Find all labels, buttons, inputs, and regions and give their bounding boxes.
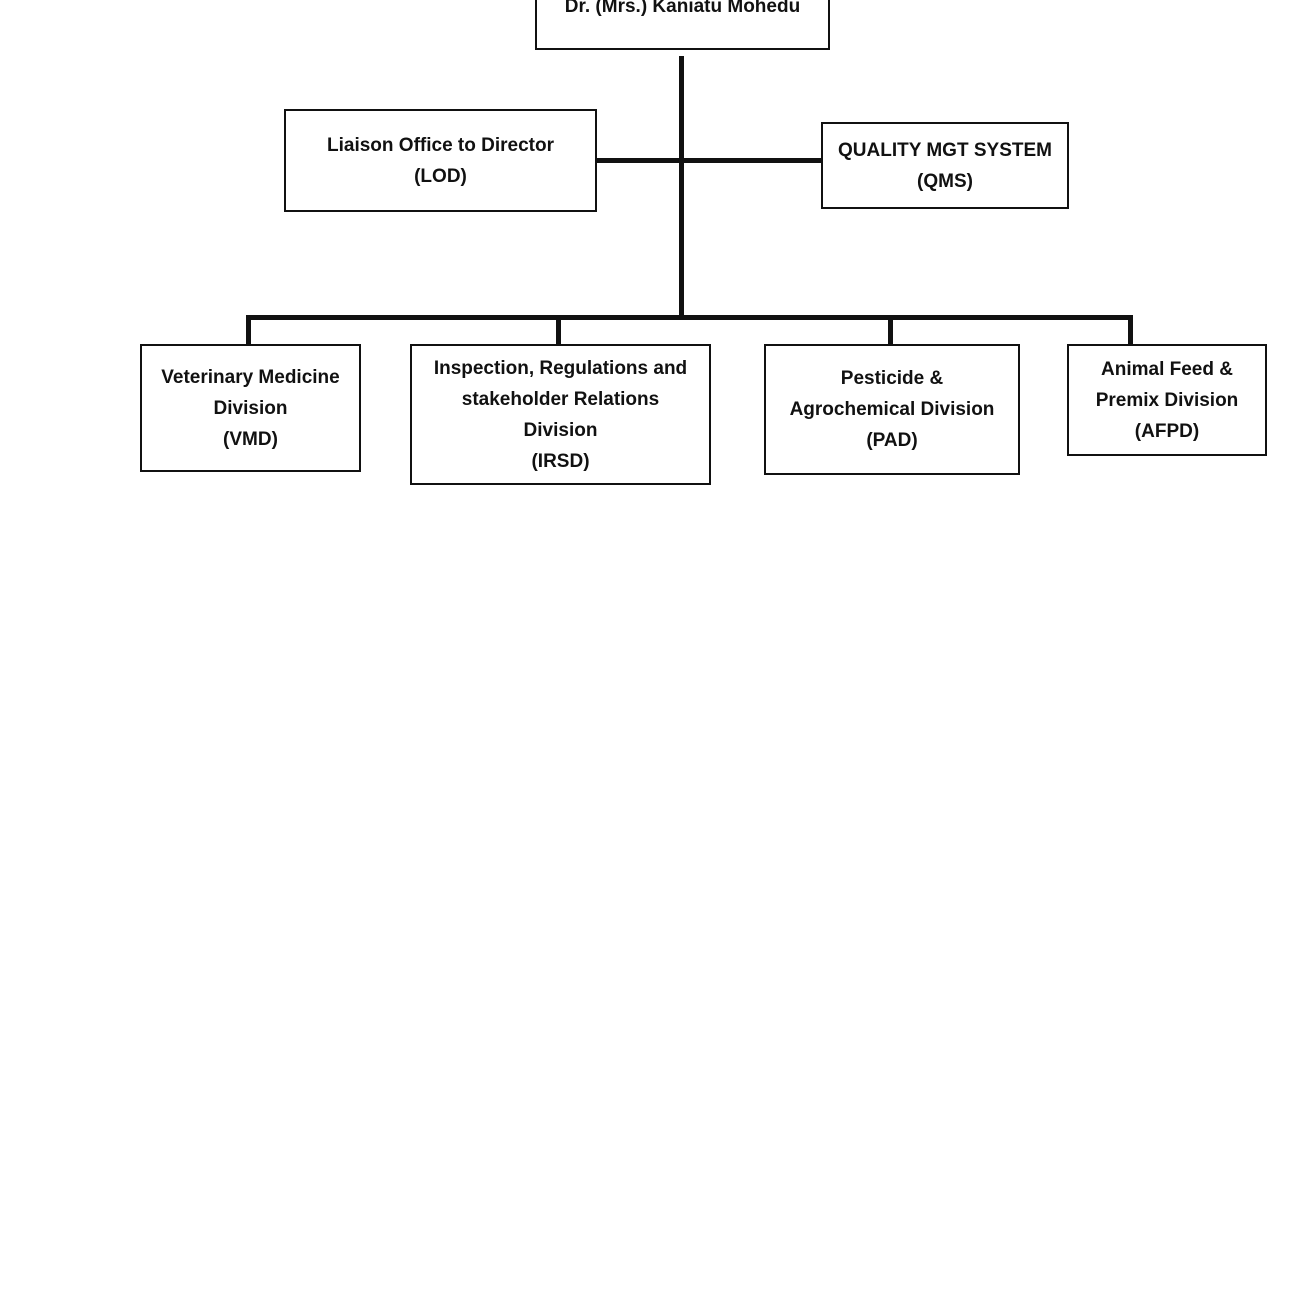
vmd-line-2: Division <box>213 397 288 419</box>
irsd-line-2: stakeholder Relations <box>461 388 660 410</box>
afpd-line-1: Animal Feed & <box>1101 358 1233 380</box>
qms-box: QUALITY MGT SYSTEM (QMS) <box>821 122 1069 209</box>
lod-abbreviation: (LOD) <box>414 165 467 187</box>
vmd-box: Veterinary Medicine Division (VMD) <box>140 344 361 472</box>
director-box: Dr. (Mrs.) Kaniatu Mohedu <box>535 0 830 50</box>
connector-drop-afpd <box>1128 315 1133 345</box>
connector-advisory-bar <box>596 158 822 163</box>
connector-drop-irsd <box>556 315 561 345</box>
afpd-line-2: Premix Division <box>1095 389 1239 411</box>
afpd-abbreviation: (AFPD) <box>1134 420 1200 442</box>
connector-drop-vmd <box>246 315 251 345</box>
lod-box: Liaison Office to Director (LOD) <box>284 109 597 212</box>
irsd-box: Inspection, Regulations and stakeholder … <box>410 344 711 485</box>
connector-drop-pad <box>888 315 893 345</box>
irsd-abbreviation: (IRSD) <box>531 450 590 472</box>
afpd-box: Animal Feed & Premix Division (AFPD) <box>1067 344 1267 456</box>
connector-divisions-bar <box>246 315 1133 320</box>
lod-title: Liaison Office to Director <box>327 134 554 156</box>
connector-trunk-lower <box>679 160 684 318</box>
connector-trunk-upper <box>679 56 684 216</box>
irsd-line-1: Inspection, Regulations and <box>433 357 688 379</box>
irsd-line-3: Division <box>523 419 598 441</box>
pad-line-2: Agrochemical Division <box>789 399 995 420</box>
qms-title: QUALITY MGT SYSTEM <box>838 139 1052 161</box>
pad-line-1: Pesticide & <box>840 368 944 389</box>
qms-abbreviation: (QMS) <box>917 170 973 192</box>
vmd-abbreviation: (VMD) <box>223 428 278 450</box>
pad-abbreviation: (PAD) <box>866 430 918 451</box>
pad-box: Pesticide & Agrochemical Division (PAD) <box>764 344 1020 475</box>
vmd-line-1: Veterinary Medicine <box>161 366 340 388</box>
director-name: Dr. (Mrs.) Kaniatu Mohedu <box>564 0 801 17</box>
